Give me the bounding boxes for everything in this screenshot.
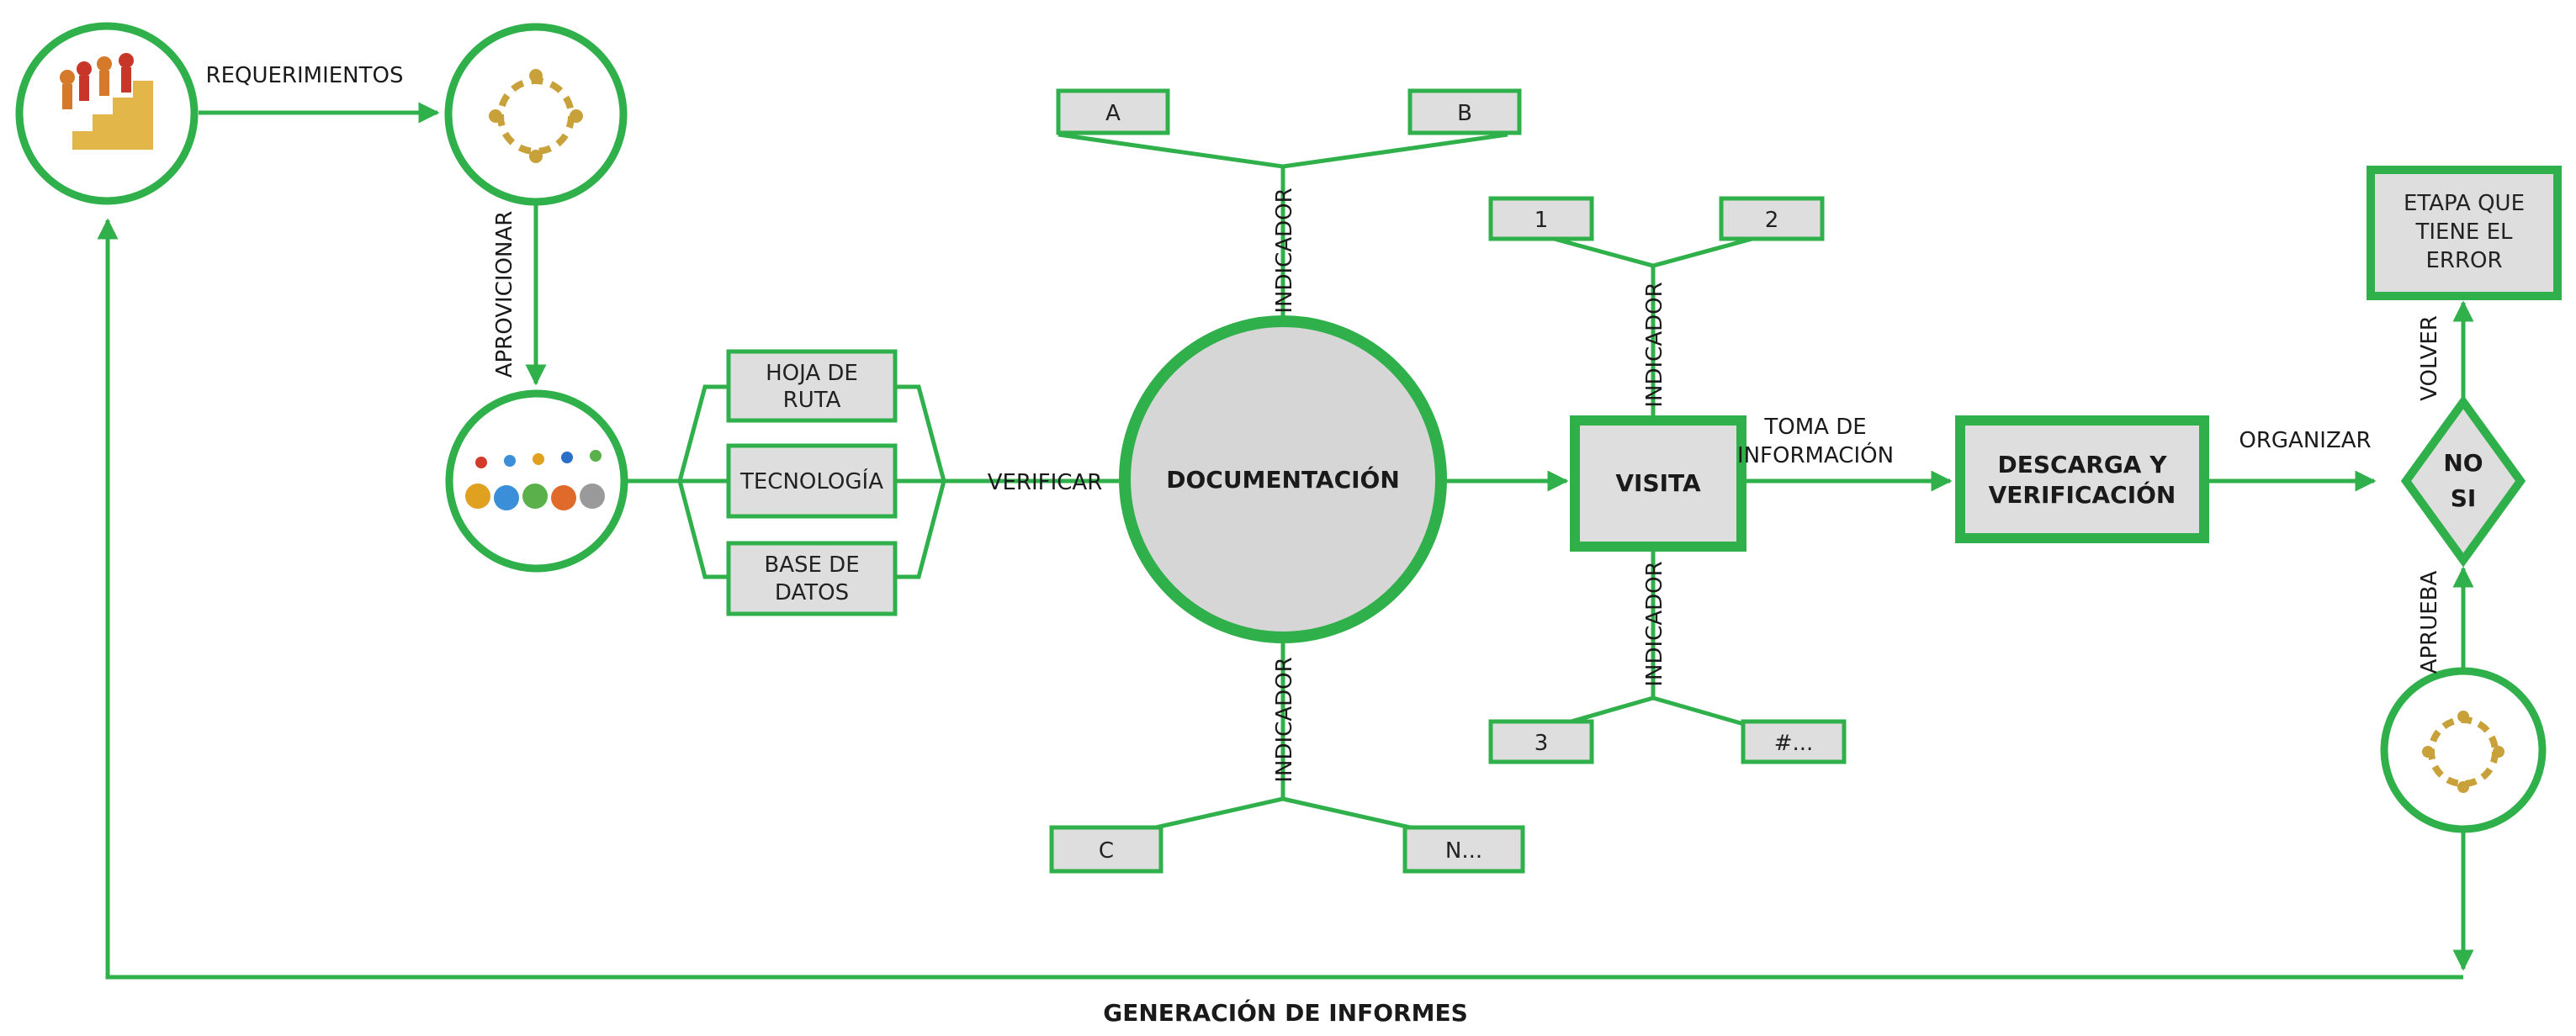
people-puzzle-ring-icon — [2422, 711, 2504, 793]
box-1-label: 1 — [1534, 208, 1549, 233]
node-gears-circle — [445, 389, 628, 573]
requerimientos-label: REQUERIMIENTOS — [206, 63, 404, 88]
visita-label: VISITA — [1615, 469, 1701, 497]
box-c: C — [1049, 825, 1163, 874]
box-a-label: A — [1105, 101, 1121, 126]
box-tecnologia: TECNOLOGÍA — [726, 443, 898, 519]
box-hash-label: #... — [1774, 731, 1814, 756]
base-label-1: BASE DE — [764, 552, 859, 578]
aprovicionar-label: APROVICIONAR — [492, 211, 517, 378]
box-3-label: 3 — [1534, 731, 1549, 756]
people-puzzle-ring-icon — [489, 69, 583, 163]
decision-no-label: NO — [2443, 449, 2483, 477]
right-bracket — [895, 384, 946, 579]
indicador-doc-top: INDICADOR — [1272, 188, 1297, 313]
box-2-label: 2 — [1765, 208, 1779, 233]
tree-visita-top — [1547, 235, 1759, 419]
documentacion-label: DOCUMENTACIÓN — [1166, 465, 1400, 494]
node-descarga-verificacion: DESCARGA Y VERIFICACIÓN — [1955, 415, 2209, 543]
toma-label-1: TOMA DE — [1763, 415, 1866, 440]
node-documentacion: DOCUMENTACIÓN — [1119, 315, 1447, 643]
tree-doc-top — [1057, 132, 1508, 316]
indicador-doc-bottom: INDICADOR — [1272, 657, 1297, 782]
tree-visita-bottom — [1547, 547, 1759, 731]
indicador-visita-top: INDICADOR — [1642, 282, 1667, 407]
box-base-de-datos: BASE DE DATOS — [726, 541, 898, 616]
hoja-label-1: HOJA DE — [766, 361, 858, 386]
team-staircase-icon — [52, 53, 153, 150]
etapa-label-1: ETAPA QUE — [2404, 191, 2525, 216]
decision-si-label: SI — [2451, 484, 2477, 512]
descarga-label-2: VERIFICACIÓN — [1989, 480, 2176, 509]
node-team-circle — [15, 22, 199, 205]
left-bracket — [677, 384, 729, 579]
box-hash: #... — [1741, 719, 1847, 764]
box-n-label: N... — [1445, 838, 1482, 864]
organizar-label: ORGANIZAR — [2239, 428, 2371, 453]
node-puzzle-circle-bottom — [2380, 667, 2547, 833]
box-1: 1 — [1488, 196, 1594, 241]
box-b-label: B — [1457, 101, 1472, 126]
box-a: A — [1056, 88, 1170, 135]
box-n: N... — [1402, 825, 1525, 874]
tecnologia-label: TECNOLOGÍA — [739, 468, 883, 494]
volver-label: VOLVER — [2417, 315, 2442, 401]
node-puzzle-circle-top — [444, 23, 628, 206]
node-visita: VISITA — [1570, 415, 1746, 552]
indicador-visita-bottom: INDICADOR — [1642, 561, 1667, 686]
etapa-label-2: TIENE EL — [2414, 219, 2513, 245]
toma-label-2: INFORMACIÓN — [1737, 441, 1894, 468]
verificar-label: VERIFICAR — [988, 470, 1103, 495]
descarga-label-1: DESCARGA Y — [1998, 451, 2168, 478]
hoja-label-2: RUTA — [783, 388, 841, 413]
box-b: B — [1407, 88, 1522, 135]
node-decision: NO SI — [2400, 394, 2526, 568]
node-etapa-error: ETAPA QUE TIENE EL ERROR — [2367, 166, 2562, 300]
etapa-label-3: ERROR — [2425, 248, 2502, 273]
box-3: 3 — [1488, 719, 1594, 764]
generacion-informes-label: GENERACIÓN DE INFORMES — [1103, 998, 1467, 1027]
aprueba-label: APRUEBA — [2417, 570, 2442, 674]
box-hoja-de-ruta: HOJA DE RUTA — [726, 349, 898, 423]
base-label-2: DATOS — [775, 580, 849, 605]
box-c-label: C — [1099, 838, 1114, 864]
people-on-gears-icon — [465, 450, 605, 510]
box-2: 2 — [1719, 196, 1825, 241]
edge-generacion-informes — [97, 218, 2463, 980]
